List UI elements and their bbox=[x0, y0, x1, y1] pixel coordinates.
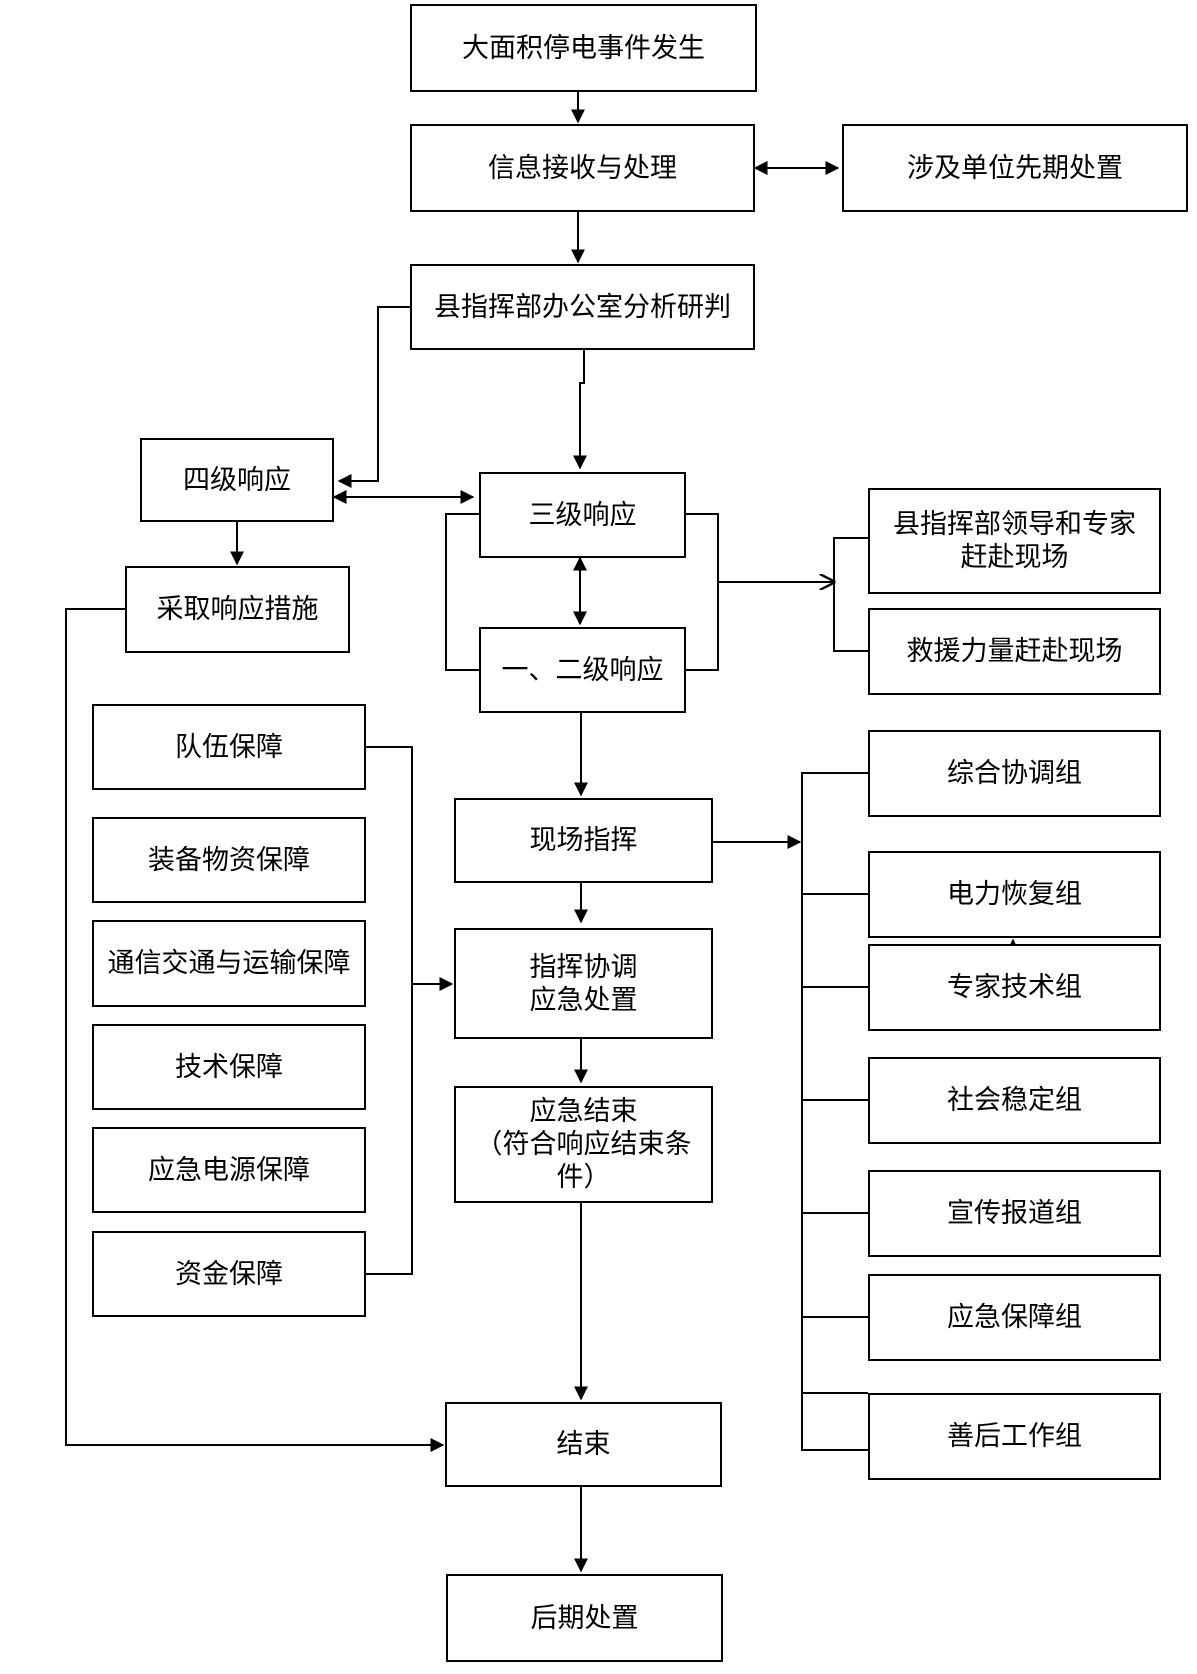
guarantee-power-supply-box: 应急电源保障 bbox=[92, 1127, 366, 1213]
level12-box: 一、二级响应 bbox=[479, 627, 686, 713]
guarantee-technical-box: 技术保障 bbox=[92, 1024, 366, 1110]
info-processing-box: 信息接收与处理 bbox=[410, 124, 755, 212]
group-publicity-box: 宣传报道组 bbox=[868, 1170, 1161, 1257]
command-coordination-box: 指挥协调 应急处置 bbox=[454, 928, 713, 1039]
arrow-office-to-level3 bbox=[573, 350, 587, 470]
guarantee-funds-box: 资金保障 bbox=[92, 1231, 366, 1317]
take-measures-box: 采取响应措施 bbox=[125, 566, 350, 653]
office-analysis-box: 县指挥部办公室分析研判 bbox=[410, 264, 755, 350]
loop-level3-level12-right bbox=[686, 513, 719, 671]
level4-box: 四级响应 bbox=[140, 438, 334, 522]
guarantee-communication-box: 通信交通与运输保障 bbox=[92, 920, 366, 1007]
prior-disposal-box: 涉及单位先期处置 bbox=[842, 124, 1188, 212]
end-box: 结束 bbox=[445, 1402, 722, 1487]
leaders-experts-box: 县指挥部领导和专家 赶赴现场 bbox=[868, 488, 1161, 594]
group-coordination-box: 综合协调组 bbox=[868, 730, 1161, 817]
guarantee-team-box: 队伍保障 bbox=[92, 704, 366, 790]
group-expert-technical-box: 专家技术组 bbox=[868, 944, 1161, 1031]
aftermath-box: 后期处置 bbox=[446, 1574, 723, 1662]
arrow-measures-to-end bbox=[65, 608, 445, 1452]
site-command-box: 现场指挥 bbox=[454, 798, 713, 883]
group-social-stability-box: 社会稳定组 bbox=[868, 1057, 1161, 1144]
bracket-onsite-branch bbox=[833, 537, 868, 652]
loop-level3-level12-left bbox=[445, 513, 479, 671]
group-power-restoration-box: 电力恢复组 bbox=[868, 851, 1161, 938]
guarantee-equipment-box: 装备物资保障 bbox=[92, 817, 366, 903]
bracket-guarantees bbox=[366, 746, 413, 1275]
group-aftermath-work-box: 善后工作组 bbox=[868, 1393, 1161, 1480]
response-end-box: 应急结束 （符合响应结束条 件） bbox=[454, 1086, 713, 1203]
bracket-groups bbox=[801, 772, 868, 1451]
level3-box: 三级响应 bbox=[479, 472, 686, 558]
arrow-office-to-level4 bbox=[337, 306, 410, 488]
rescue-forces-box: 救援力量赶赴现场 bbox=[868, 608, 1161, 695]
group-emergency-support-box: 应急保障组 bbox=[868, 1274, 1161, 1361]
event-box: 大面积停电事件发生 bbox=[410, 4, 757, 92]
